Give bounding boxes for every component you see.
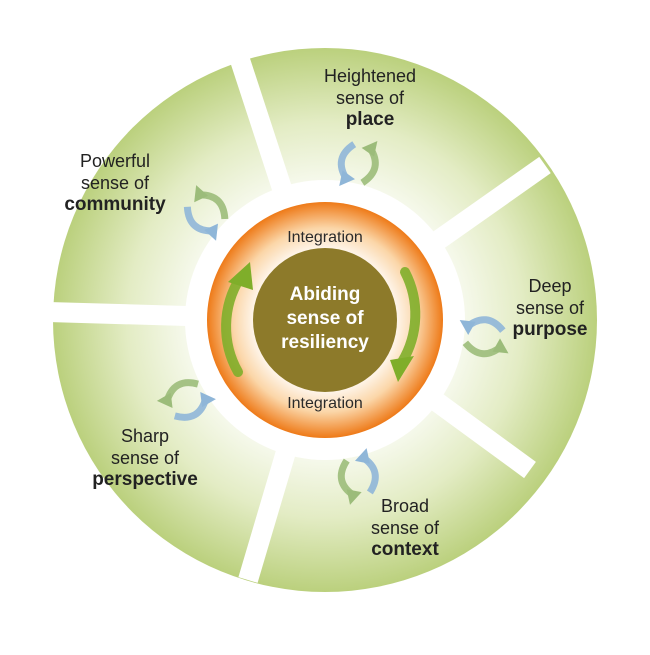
- inner-arrow-left-head: [228, 262, 253, 290]
- inner-arrow-left: [221, 273, 245, 377]
- sense-community: Powerful sense of community: [45, 150, 185, 216]
- sense-community-keyword: community: [64, 194, 166, 215]
- exchange-arrow-context: [337, 448, 379, 505]
- exchange-arrow-perspective-out-head: [156, 392, 173, 408]
- sense-perspective: Sharp sense of perspective: [75, 425, 215, 491]
- exchange-arrow-place-out-head: [361, 140, 378, 157]
- core-line-1: Abiding: [289, 284, 361, 305]
- ring-label-bottom: Integration: [287, 395, 363, 412]
- exchange-arrow-community-in-head: [204, 223, 218, 241]
- exchange-arrow-purpose-out-head: [492, 338, 509, 354]
- sense-place-keyword: place: [345, 109, 395, 130]
- core-line-3: resiliency: [281, 332, 369, 353]
- exchange-arrows: [156, 140, 509, 505]
- exchange-arrow-context-in-head: [354, 448, 370, 464]
- exchange-arrow-community: [183, 185, 229, 241]
- sense-place-line-1: Heightened: [323, 66, 417, 86]
- exchange-arrow-community-out-head: [194, 185, 209, 203]
- inner-cycle-arrows: [221, 262, 421, 382]
- sense-purpose-keyword: purpose: [512, 319, 588, 340]
- core-label: Abiding sense of resiliency: [253, 283, 397, 355]
- sense-purpose-line-1: Deep: [528, 276, 572, 296]
- core-line-2: sense of: [286, 308, 364, 329]
- sense-community-line-1: Powerful: [79, 151, 151, 171]
- sense-perspective-line-2: sense of: [110, 448, 180, 468]
- sense-context-line-1: Broad: [380, 496, 430, 516]
- inner-arrow-right: [397, 267, 421, 367]
- exchange-arrow-purpose: [459, 316, 509, 358]
- core-circle: [253, 248, 397, 392]
- ring-label-top: Integration: [287, 229, 363, 246]
- sense-perspective-line-1: Sharp: [120, 426, 170, 446]
- exchange-arrow-place-in-head: [339, 170, 355, 187]
- exchange-arrow-purpose-in-head: [459, 320, 476, 336]
- inner-arrow-right-head: [390, 356, 414, 382]
- exchange-arrow-context-out-head: [346, 489, 362, 505]
- sense-perspective-keyword: perspective: [92, 469, 198, 490]
- sense-context-keyword: context: [371, 539, 439, 560]
- exchange-arrow-perspective: [156, 379, 216, 421]
- sense-community-line-2: sense of: [80, 173, 150, 193]
- sense-purpose-line-2: sense of: [515, 298, 585, 318]
- exchange-arrow-perspective-in-head: [200, 392, 216, 408]
- sense-purpose: Deep sense of purpose: [490, 275, 610, 341]
- sense-place-line-2: sense of: [335, 88, 405, 108]
- exchange-arrow-place: [337, 140, 379, 187]
- sense-place: Heightened sense of place: [310, 65, 430, 131]
- sense-context-line-2: sense of: [370, 518, 440, 538]
- sense-context: Broad sense of context: [345, 495, 465, 561]
